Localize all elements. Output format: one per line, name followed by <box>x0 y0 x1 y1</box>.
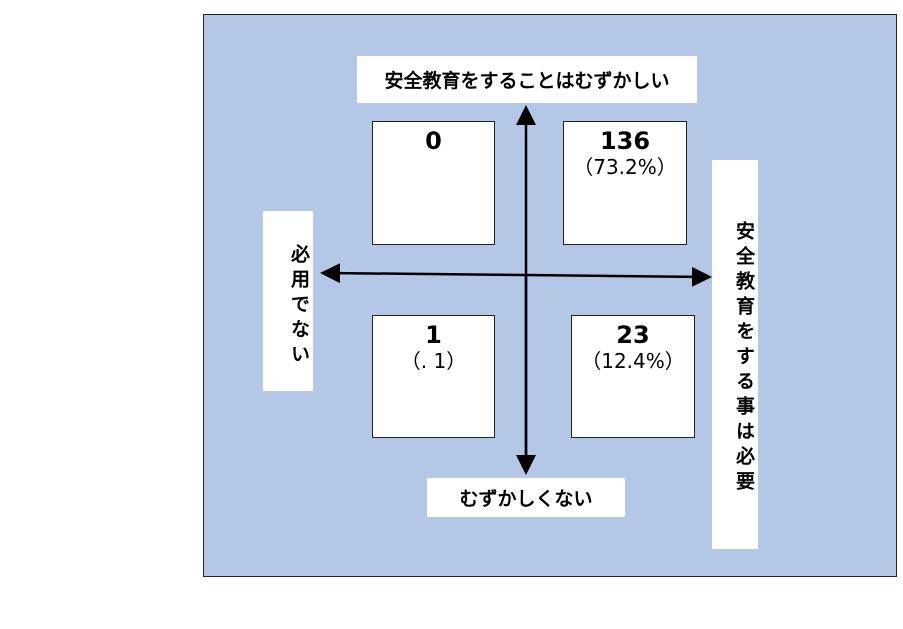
count: 23 <box>616 321 650 349</box>
horizontal-axis-arrow-left <box>320 263 527 284</box>
quadrant-top-left: 0 <box>372 121 495 245</box>
count: 0 <box>425 127 442 155</box>
count: 1 <box>425 321 442 349</box>
quadrant-top-right: 136 （73.2%） <box>563 121 687 245</box>
horizontal-axis-arrow-right <box>525 266 712 287</box>
right-axis-label: 安全教育をする事は必要 <box>712 160 758 549</box>
top-axis-label: 安全教育をすることはむずかしい <box>357 56 697 103</box>
percent: （73.2%） <box>573 155 677 179</box>
quadrant-bottom-right: 23 （12.4%） <box>571 315 695 438</box>
percent: （12.4%） <box>581 349 685 373</box>
count: 136 <box>599 127 651 155</box>
left-axis-label: 必用でない <box>263 211 313 391</box>
bottom-axis-label: むずかしくない <box>427 478 625 517</box>
quadrant-bottom-left: 1 （. 1） <box>372 315 495 438</box>
percent: （. 1） <box>400 349 467 373</box>
